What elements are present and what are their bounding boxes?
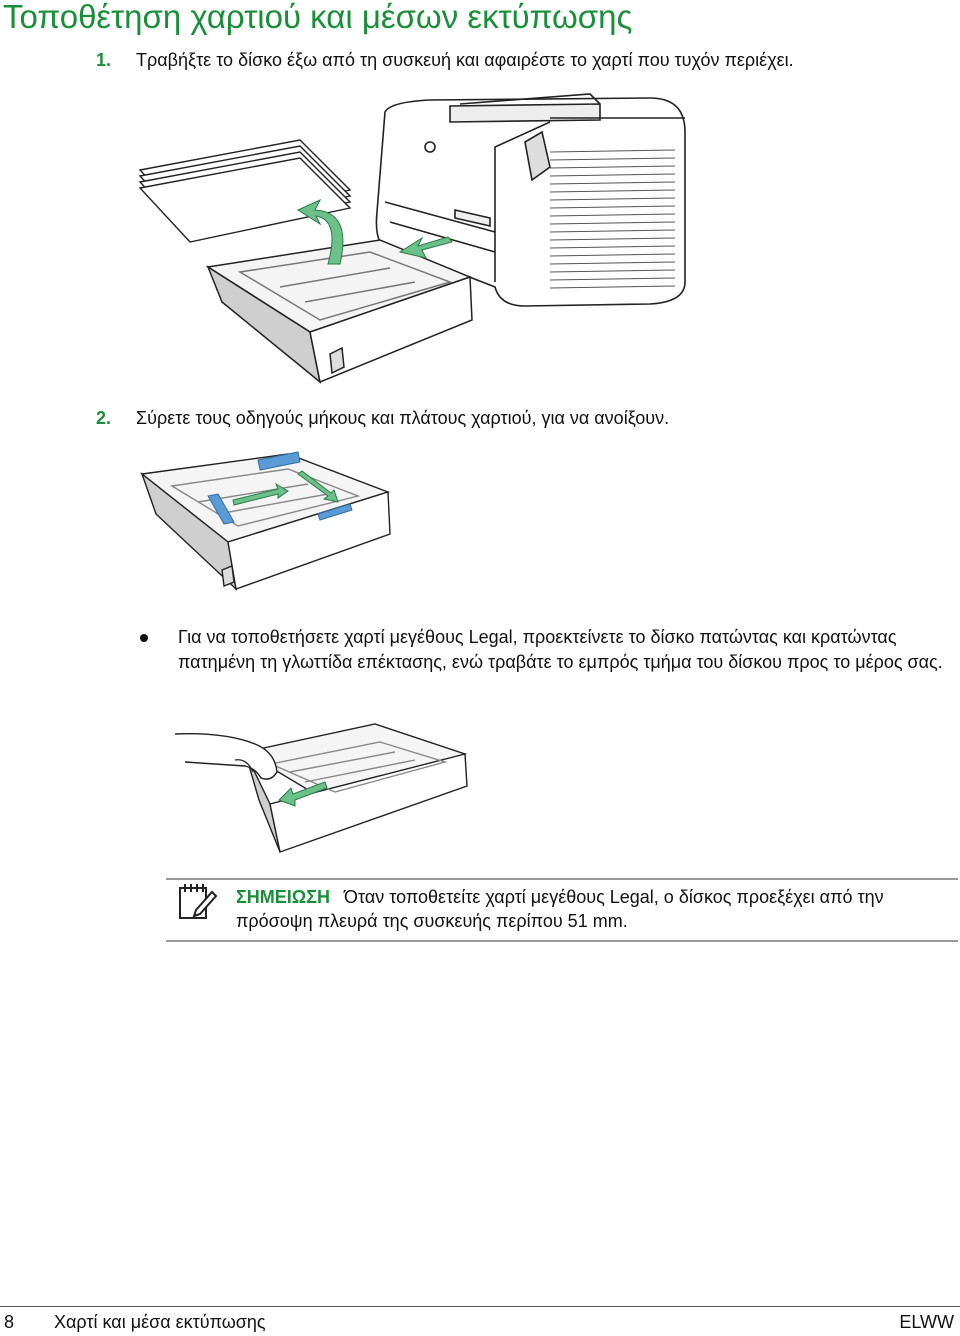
- note-pencil-icon: [179, 884, 218, 919]
- width-guide-right-image: [317, 503, 353, 521]
- tray-guides-illustration: [140, 451, 391, 591]
- step-2: 2. Σύρετε τους οδηγούς μήκους και πλάτους…: [96, 408, 669, 429]
- printer-image: [375, 93, 686, 307]
- step-1-number: 1.: [96, 50, 112, 70]
- extend-tray-arrow-icon: [278, 781, 328, 807]
- page-title: Τοποθέτηση χαρτιού και μέσων εκτύπωσης: [3, 0, 633, 35]
- tray-extension-illustration: [175, 723, 468, 853]
- note-bottom-rule: [166, 940, 958, 942]
- step-2-number: 2.: [96, 408, 112, 428]
- footer-left: 8 Χαρτί και μέσα εκτύπωσης: [4, 1312, 266, 1333]
- length-guide-arrow-icon: [297, 470, 339, 503]
- hand-image: [175, 733, 278, 780]
- step-1-text: Τραβήξτε το δίσκο έξω από τη συσκευή και…: [136, 50, 794, 70]
- paper-tray-image: [205, 239, 473, 384]
- printer-tray-removal-illustration: [138, 93, 686, 384]
- step-1: 1. Τραβήξτε το δίσκο έξω από τη συσκευή κ…: [96, 50, 794, 71]
- note-label: ΣΗΜΕΙΩΣΗ: [236, 887, 331, 907]
- width-guide-arrow-icon: [232, 482, 289, 506]
- printer-vents-image: [549, 149, 676, 289]
- width-guide-left-image: [207, 493, 235, 525]
- paper-stack-image: [138, 139, 352, 243]
- note-body: Όταν τοποθετείτε χαρτί μεγέθους Legal, ο…: [236, 887, 884, 931]
- footer-section: Χαρτί και μέσα εκτύπωσης: [54, 1312, 266, 1332]
- page-number: 8: [4, 1312, 15, 1332]
- pull-tray-arrow-icon: [398, 236, 453, 259]
- note-top-rule: [166, 878, 958, 880]
- footer-code: ELWW: [899, 1312, 954, 1332]
- step-2-text: Σύρετε τους οδηγούς μήκους και πλάτους χ…: [136, 408, 670, 428]
- bullet-dot: [140, 634, 148, 642]
- lift-paper-arrow-icon: [296, 198, 344, 265]
- length-guide-image: [257, 451, 301, 471]
- footer-rule: [0, 1306, 960, 1307]
- legal-paper-instructions: Για να τοποθετήσετε χαρτί μεγέθους Legal…: [178, 627, 943, 672]
